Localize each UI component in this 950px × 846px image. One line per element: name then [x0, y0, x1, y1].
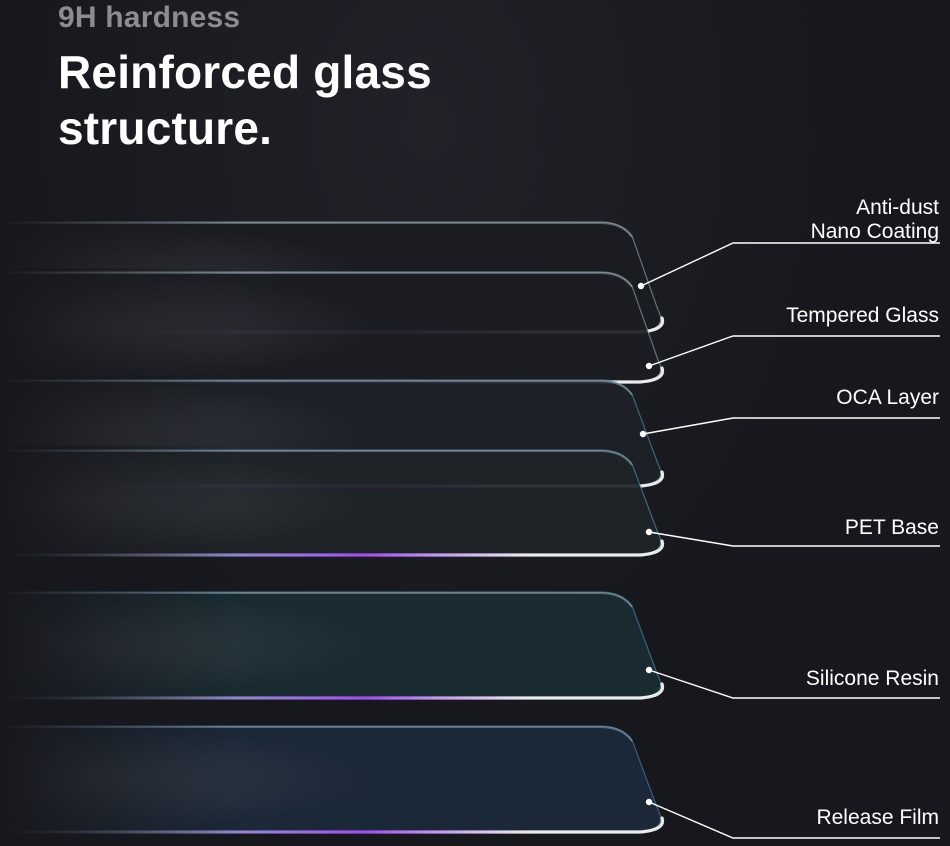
label-line: Nano Coating: [810, 220, 939, 243]
page-title: Reinforced glass structure.: [58, 44, 432, 156]
layer-fade: [0, 722, 950, 836]
eyebrow-text: 9H hardness: [58, 1, 241, 34]
label-line: Release Film: [816, 806, 939, 829]
label-line: OCA Layer: [836, 386, 939, 409]
leader-line-tempered-glass: [648, 335, 940, 367]
leader-dot-oca: [639, 430, 647, 438]
label-line: PET Base: [844, 516, 939, 539]
label-line: Tempered Glass: [786, 304, 939, 327]
layer-fade: [0, 588, 950, 702]
layer-release: [0, 722, 950, 836]
title-line-2: structure.: [58, 102, 273, 154]
layer-pet: [0, 446, 950, 559]
leader-dot-anti-dust: [637, 282, 645, 290]
label-silicone: Silicone Resin: [806, 667, 939, 691]
leader-dot-pet: [645, 528, 653, 536]
layer-silicone: [0, 588, 950, 702]
leader-dot-tempered-glass: [645, 362, 653, 370]
label-oca: OCA Layer: [836, 386, 939, 410]
leaders-group: [637, 242, 940, 839]
label-line: Anti-dust: [856, 196, 939, 219]
leader-dot-silicone: [645, 666, 653, 674]
leader-dot-release: [645, 798, 653, 806]
layers-group: [0, 218, 950, 836]
title-line-1: Reinforced glass: [58, 46, 432, 98]
leader-line-oca: [642, 417, 940, 435]
leader-line-release: [648, 801, 940, 839]
label-tempered-glass: Tempered Glass: [786, 304, 939, 328]
label-release: Release Film: [816, 806, 939, 830]
leader-line-pet: [648, 531, 940, 547]
label-line: Silicone Resin: [805, 667, 939, 690]
label-pet: PET Base: [845, 516, 939, 540]
leader-line-silicone: [648, 669, 940, 699]
layer-tempered-glass: [0, 268, 950, 386]
layer-fade: [0, 268, 950, 386]
layer-fade: [0, 446, 950, 559]
leader-line-anti-dust: [640, 242, 940, 287]
